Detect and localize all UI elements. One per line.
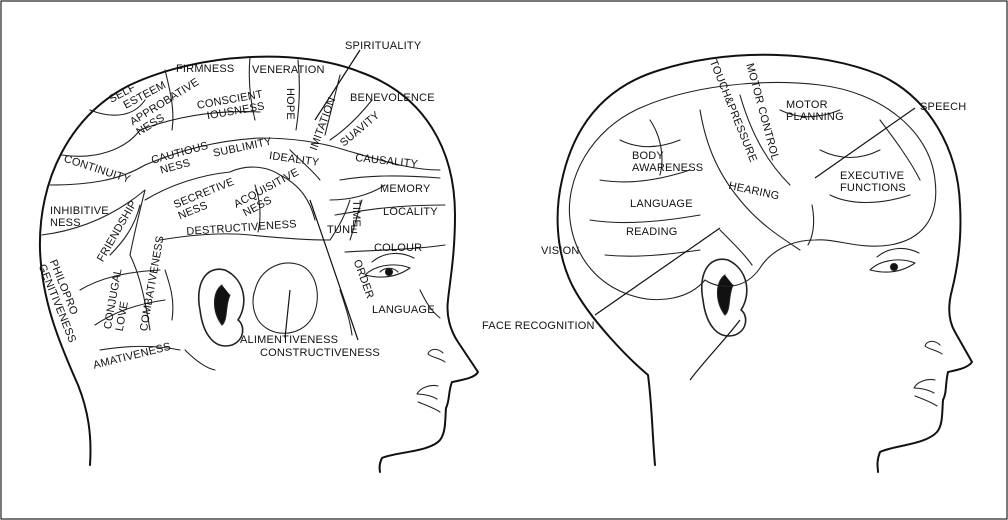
label-constructiveness: CONSTRUCTIVENESS	[260, 347, 380, 359]
label-inhibitiveness-line2: NESS	[50, 217, 109, 229]
label-hope: HOPE	[284, 88, 296, 120]
label-alimentiveness: ALIMENTIVENESS	[240, 334, 338, 346]
label-veneration: VENERATION	[252, 64, 325, 76]
label-benevolence: BENEVOLENCE	[350, 92, 435, 104]
label-tune: TUNE	[327, 224, 358, 236]
label-face-recognition: FACE RECOGNITION	[482, 320, 595, 332]
left-head-pointers	[285, 50, 360, 340]
label-executive-functions-line2: FUNCTIONS	[840, 182, 906, 194]
left-head-ear	[199, 269, 244, 346]
label-memory: MEMORY	[380, 183, 431, 195]
label-language-right: LANGUAGE	[630, 198, 693, 210]
right-head-face	[870, 248, 942, 406]
label-spirituality: SPIRITUALITY	[345, 40, 421, 52]
label-motor-planning-line2: PLANNING	[786, 111, 844, 123]
label-language-left: LANGUAGE	[372, 304, 435, 316]
label-executive-functions: EXECUTIVE FUNCTIONS	[840, 170, 906, 194]
label-firmness: FIRMNESS	[176, 63, 234, 75]
label-body-awareness-line2: AWARENESS	[632, 162, 703, 174]
label-motor-planning: MOTOR PLANNING	[786, 99, 844, 123]
label-body-awareness-line1: BODY	[632, 150, 703, 162]
left-head-face	[365, 253, 445, 412]
label-inhibitiveness-line1: INHIBITIVE	[50, 205, 109, 217]
label-executive-functions-line1: EXECUTIVE	[840, 170, 906, 182]
left-head-outline	[40, 57, 478, 472]
label-body-awareness: BODY AWARENESS	[632, 150, 703, 174]
label-inhibitiveness: INHIBITIVE NESS	[50, 205, 109, 229]
label-reading: READING	[626, 226, 678, 238]
label-speech: SPEECH	[920, 101, 966, 113]
right-head-ear	[702, 259, 747, 336]
label-locality: LOCALITY	[383, 206, 438, 218]
label-vision: VISION	[541, 245, 580, 257]
label-motor-planning-line1: MOTOR	[786, 99, 844, 111]
label-colour: COLOUR	[374, 242, 422, 254]
